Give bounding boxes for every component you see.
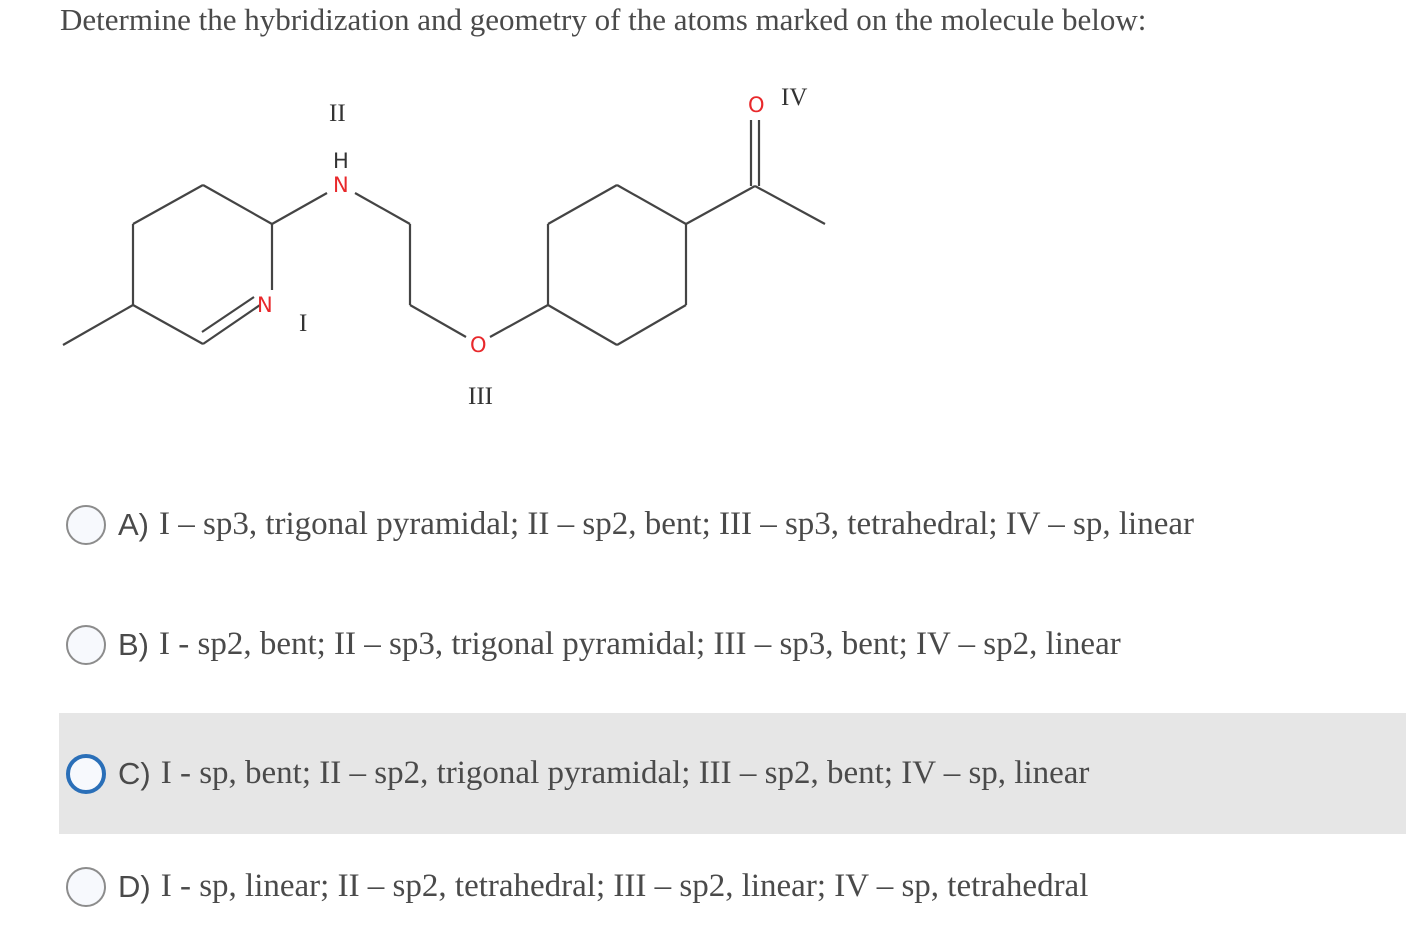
option-text: I - sp2, bent; II – sp3, trigonal pyrami… [159, 626, 1121, 662]
option-text: I - sp, linear; II – sp2, tetrahedral; I… [160, 868, 1089, 904]
marker-III: III [468, 383, 493, 410]
amine-nitrogen-atom: N [333, 173, 349, 197]
option-letter: D) [118, 868, 151, 904]
marker-I: I [299, 310, 307, 337]
left-ring [62, 184, 274, 346]
answer-option-b[interactable]: B) I - sp2, bent; II – sp3, trigonal pyr… [59, 584, 1406, 705]
molecule-structure-diagram: N H N O O I II III IV [62, 84, 826, 410]
answer-option-d[interactable]: D) I - sp, linear; II – sp2, tetrahedral… [59, 826, 1406, 947]
question-prompt: Determine the hybridization and geometry… [60, 2, 1147, 37]
radio-button-d[interactable] [66, 866, 106, 907]
marker-II: II [329, 100, 346, 127]
radio-button-a[interactable] [66, 504, 106, 545]
carbonyl-oxygen-atom: O [748, 93, 765, 117]
radio-button-c[interactable] [66, 753, 106, 794]
answer-option-a[interactable]: A) I – sp3, trigonal pyramidal; II – sp2… [59, 464, 1406, 585]
radio-button-b[interactable] [66, 624, 106, 665]
imine-nitrogen-atom: N [257, 293, 273, 317]
marker-IV: IV [781, 84, 807, 111]
option-letter: B) [118, 626, 149, 662]
option-letter: C) [118, 755, 151, 791]
answer-option-c[interactable]: C) I - sp, bent; II – sp2, trigonal pyra… [59, 713, 1406, 834]
cyclohexane-ring [546, 184, 688, 346]
option-text: I - sp, bent; II – sp2, trigonal pyramid… [160, 755, 1090, 791]
amine-hydrogen-atom: H [333, 149, 349, 173]
option-text: I – sp3, trigonal pyramidal; II – sp2, b… [159, 506, 1194, 542]
ether-oxygen-atom: O [470, 333, 487, 357]
option-letter: A) [118, 506, 149, 542]
